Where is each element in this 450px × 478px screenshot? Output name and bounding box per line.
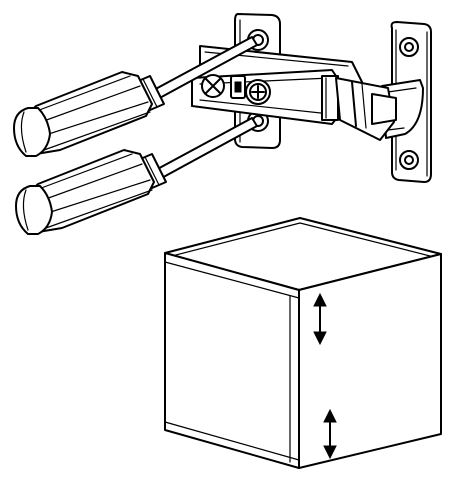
cabinet-door — [164, 217, 442, 469]
screwdriver — [13, 36, 258, 157]
screw-hole-top — [399, 37, 419, 57]
depth-screw — [245, 79, 271, 105]
screw-hole-bottom — [399, 150, 419, 170]
adjustment-arrow — [323, 408, 337, 460]
screwdriver — [15, 117, 258, 235]
slot-window — [230, 75, 246, 99]
cam-screw — [201, 74, 225, 98]
hinge — [191, 13, 397, 149]
mounting-plate — [381, 21, 432, 183]
adjustment-arrow — [313, 292, 327, 346]
